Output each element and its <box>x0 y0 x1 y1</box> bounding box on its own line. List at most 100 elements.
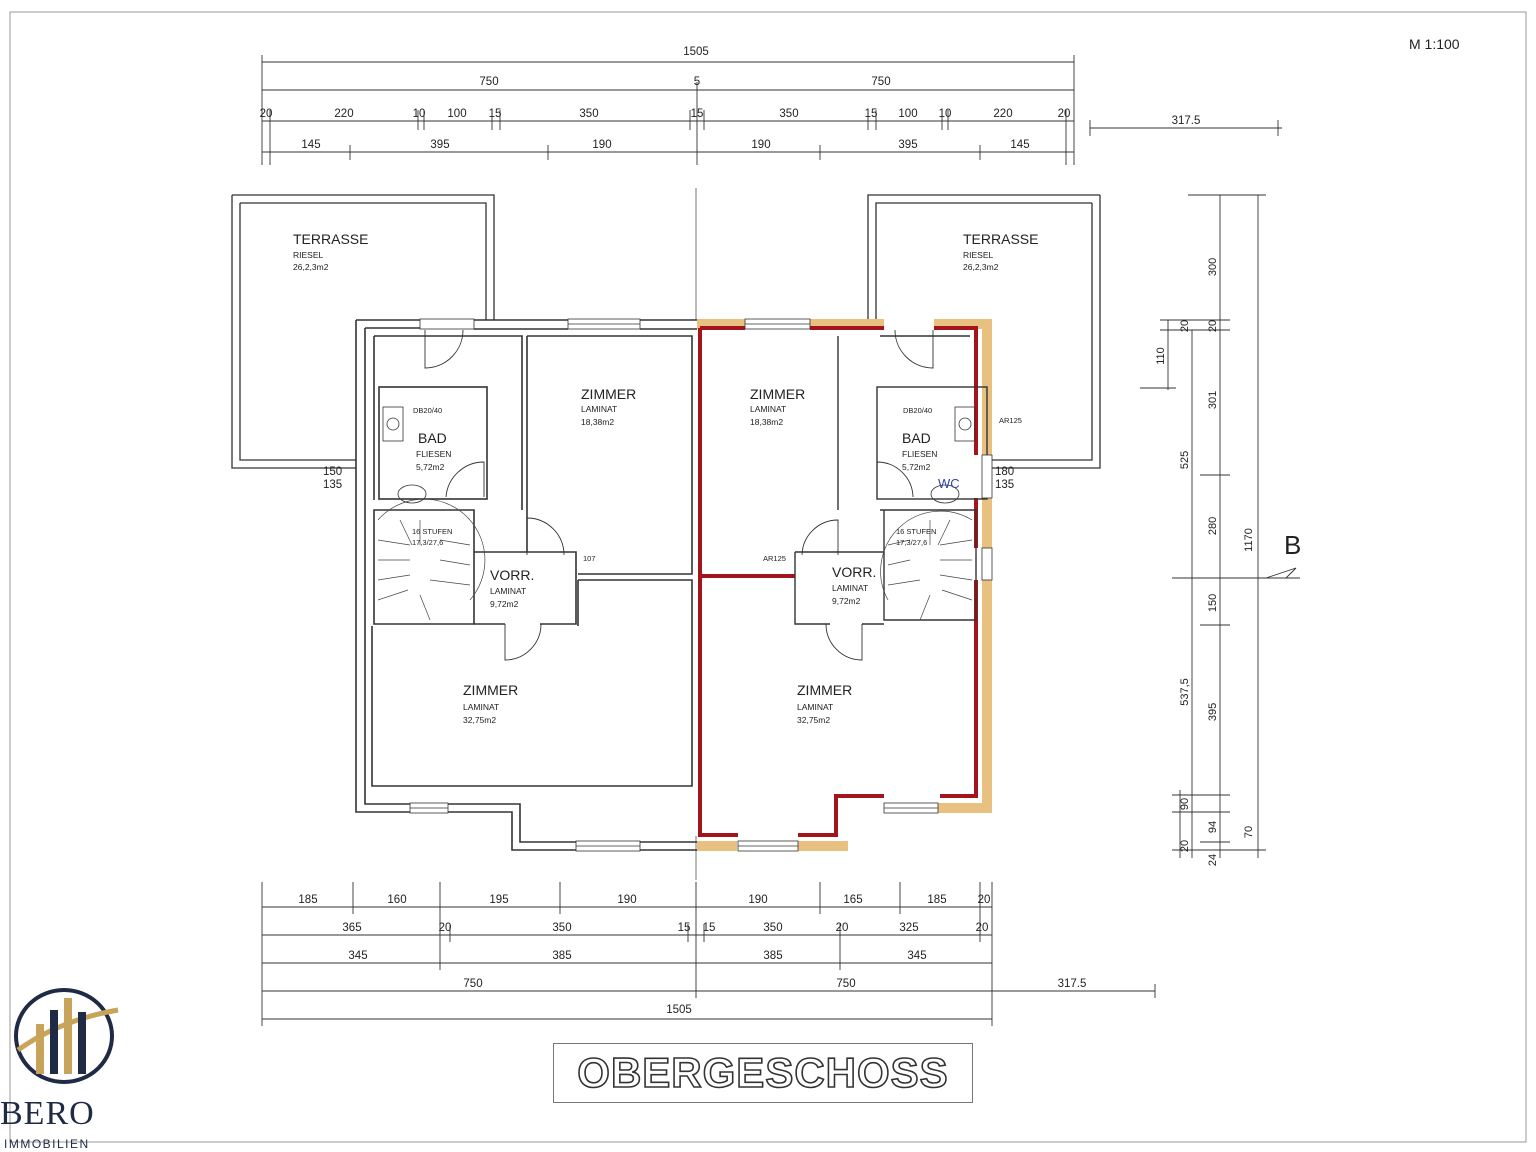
bottom-dimension-lines <box>261 882 1156 1026</box>
room-area: 32,75m2 <box>463 715 496 725</box>
room-area: 9,72m2 <box>832 596 861 606</box>
opening-label: AR125 <box>763 554 786 563</box>
dim-b2: 350 <box>763 922 782 934</box>
dim-b2: 365 <box>342 922 361 934</box>
room-name: VORR. <box>490 567 534 583</box>
dim-r1-2: 10 <box>413 108 426 120</box>
dim-b4: 317.5 <box>1058 978 1087 990</box>
stairs-left <box>377 498 486 621</box>
dim-r2-3: 190 <box>751 139 770 151</box>
room-name: TERRASSE <box>963 231 1038 247</box>
opening-width: 150 <box>323 466 342 478</box>
dim-b3: 345 <box>907 950 926 962</box>
dim-r2-2: 190 <box>592 139 611 151</box>
room-name: ZIMMER <box>581 386 636 402</box>
dim-b4: 750 <box>463 978 482 990</box>
dim-b2: 350 <box>552 922 571 934</box>
dim-right-inner: 280 <box>1207 517 1219 535</box>
dim-b3: 385 <box>552 950 571 962</box>
room-floor: LAMINAT <box>490 586 526 596</box>
room-area: 18,38m2 <box>581 417 614 427</box>
room-floor: FLIESEN <box>902 449 937 459</box>
room-name: BAD <box>902 430 931 446</box>
dim-r2-5: 145 <box>1010 139 1029 151</box>
room-floor: LAMINAT <box>581 404 617 414</box>
dim-r1-9: 100 <box>898 108 917 120</box>
dim-r2-0: 145 <box>301 139 320 151</box>
room-area: 26,2,3m2 <box>963 262 999 272</box>
dim-bottom-total: 1505 <box>666 1004 692 1016</box>
room-name: BAD <box>418 430 447 446</box>
stairs-right <box>880 510 973 621</box>
dim-r2-1: 395 <box>430 139 449 151</box>
dim-r1-1: 220 <box>334 108 353 120</box>
dim-r2-4: 395 <box>898 139 917 151</box>
room-area: 26,2,3m2 <box>293 262 329 272</box>
room-floor: RIESEL <box>963 250 994 260</box>
room-floor: FLIESEN <box>416 449 451 459</box>
drawing-title: OBERGESCHOSS <box>576 1048 949 1097</box>
dim-b2: 325 <box>899 922 918 934</box>
dim-right-inner: 300 <box>1207 258 1219 276</box>
sheet-border <box>9 11 1527 1143</box>
room-floor: LAMINAT <box>832 583 868 593</box>
dim-b1: 165 <box>843 894 862 906</box>
dim-r1-8: 15 <box>865 108 878 120</box>
right-dimension-lines <box>1140 194 1300 858</box>
dim-b2: 15 <box>678 922 691 934</box>
stair-steps: 16 STUFEN <box>896 527 936 536</box>
room-area: 32,75m2 <box>797 715 830 725</box>
stair-steps: 16 STUFEN <box>412 527 452 536</box>
dim-b1: 190 <box>617 894 636 906</box>
dim-r1-0: 20 <box>260 108 273 120</box>
dim-b1: 190 <box>748 894 767 906</box>
dim-right-inner: 70 <box>1243 826 1255 838</box>
dim-top-half-left: 750 <box>479 76 498 88</box>
scale-label: M 1:100 <box>1409 36 1460 52</box>
room-name: ZIMMER <box>797 682 852 698</box>
dim-b1: 195 <box>489 894 508 906</box>
dim-top-side: 317.5 <box>1172 115 1201 127</box>
dim-right-inner: 395 <box>1207 703 1219 721</box>
dim-b1: 185 <box>298 894 317 906</box>
dim-r1-6: 15 <box>691 108 704 120</box>
stair-rise: 17,3/27,6 <box>412 538 443 547</box>
dim-b2: 20 <box>976 922 989 934</box>
dim-r1-4: 15 <box>489 108 502 120</box>
room-area: 5,72m2 <box>902 462 931 472</box>
dim-b1: 185 <box>927 894 946 906</box>
shower-label: DB20/40 <box>903 406 932 415</box>
room-area: 9,72m2 <box>490 599 519 609</box>
bottom-dimension-labels: 185 160 195 190 190 165 185 20 365 20 35… <box>298 894 1086 1016</box>
room-floor: LAMINAT <box>797 702 833 712</box>
room-floor: RIESEL <box>293 250 324 260</box>
dim-b2: 20 <box>439 922 452 934</box>
shower-label: DB20/40 <box>413 406 442 415</box>
opening-label: AR125 <box>999 416 1022 425</box>
left-windows <box>409 318 641 852</box>
room-area: 18,38m2 <box>750 417 783 427</box>
bero-logo-icon <box>14 988 119 1084</box>
brand-sub: IMMOBILIEN <box>4 1137 90 1151</box>
room-area: 5,72m2 <box>416 462 445 472</box>
dim-right-outer: 1170 <box>1243 528 1255 552</box>
section-marker: B <box>1284 530 1301 560</box>
dim-b4: 750 <box>836 978 855 990</box>
room-floor: LAMINAT <box>750 404 786 414</box>
dim-top-total: 1505 <box>683 46 709 58</box>
dim-right-inner: 24 <box>1207 854 1219 866</box>
opening-labels: 150 135 180 135 107 AR125 AR125 <box>323 416 1022 563</box>
dim-right-inner: 94 <box>1207 821 1219 833</box>
right-windows <box>737 318 993 852</box>
drawing-title-box: OBERGESCHOSS <box>553 1043 973 1103</box>
left-unit-walls <box>355 319 697 851</box>
room-name: VORR. <box>832 564 876 580</box>
dim-right-inner: 150 <box>1207 594 1219 612</box>
dim-right-mid: 525 <box>1179 451 1191 469</box>
room-name: ZIMMER <box>750 386 805 402</box>
dim-b2: 15 <box>703 922 716 934</box>
brand-name: BERO <box>0 1095 95 1132</box>
room-name: ZIMMER <box>463 682 518 698</box>
dim-right-inner: 301 <box>1207 391 1219 409</box>
